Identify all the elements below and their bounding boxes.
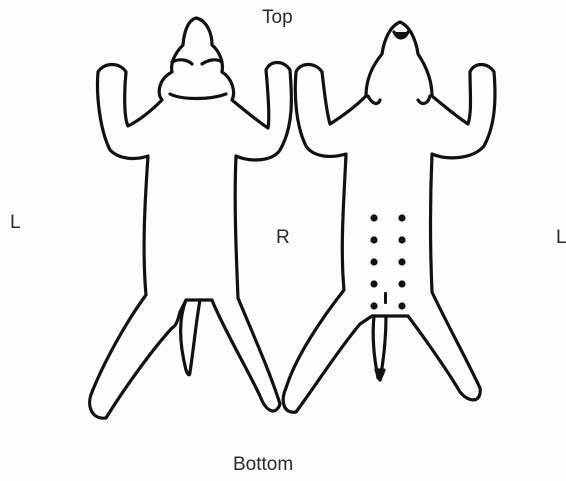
label-center: R — [276, 228, 290, 247]
label-bottom: Bottom — [233, 455, 293, 474]
label-right: L — [556, 228, 566, 247]
ventral-spot-markers — [370, 214, 405, 309]
ventral-view-outline — [283, 22, 495, 412]
label-top: Top — [262, 8, 293, 27]
dorsal-view-outline — [90, 18, 292, 418]
label-left: L — [10, 213, 21, 232]
